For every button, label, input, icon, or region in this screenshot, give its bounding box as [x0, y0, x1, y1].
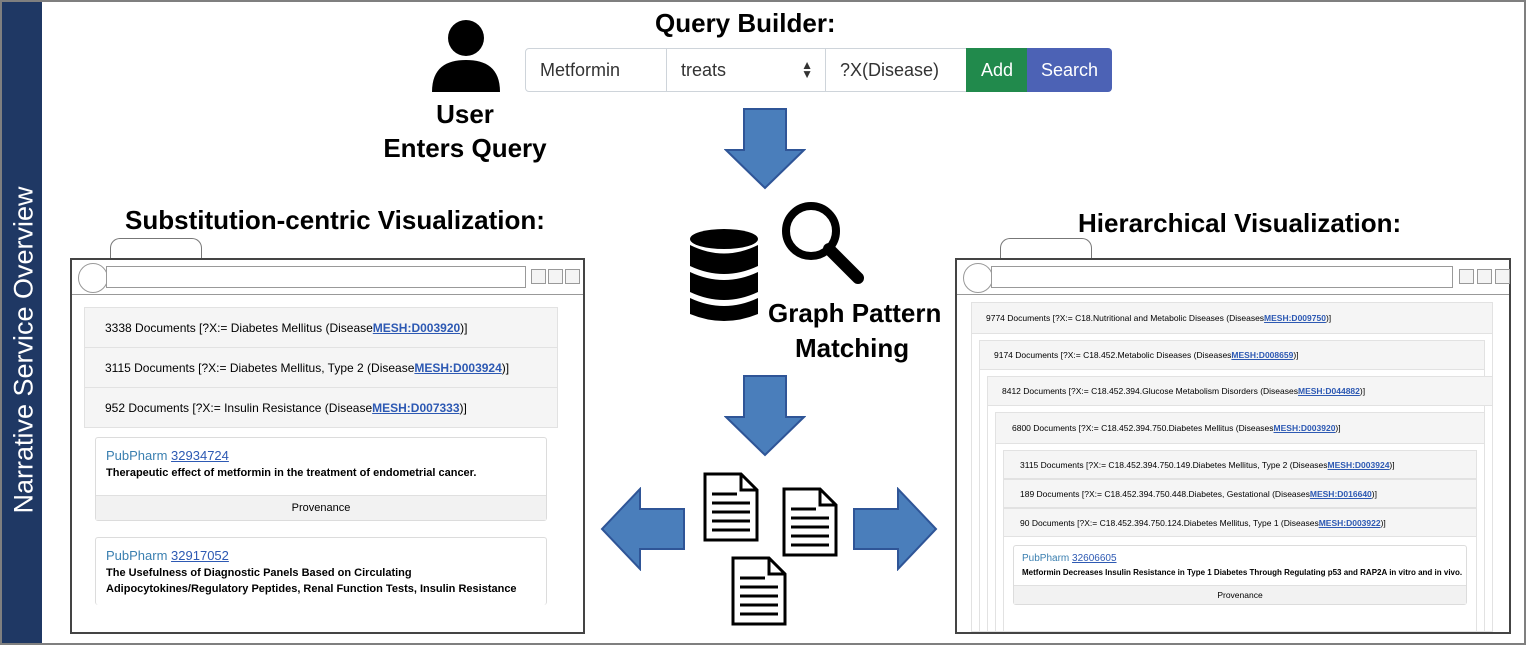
mesh-link[interactable]: MESH:D016640 [1309, 488, 1372, 499]
document-card: PubPharm 32917052 The Usefulness of Diag… [95, 537, 547, 605]
row-text-end: )] [1359, 386, 1366, 396]
add-button[interactable]: Add [966, 48, 1028, 92]
select-arrows-icon: ▲▼ [801, 58, 813, 81]
browser-tab [1000, 238, 1092, 261]
mesh-link[interactable]: MESH:D044882 [1298, 386, 1360, 396]
url-bar[interactable] [991, 266, 1453, 288]
search-button[interactable]: Search [1027, 48, 1112, 92]
magnifier-icon [782, 202, 864, 284]
object-input[interactable]: ?X(Disease) [825, 48, 967, 92]
hierarchical-browser-window: 9774 Documents [?X:= C18.Nutritional and… [955, 258, 1511, 634]
mesh-link[interactable]: MESH:D003922 [1318, 517, 1381, 528]
row-text: 3115 Documents [?X:= Diabetes Mellitus, … [105, 360, 415, 375]
pubpharm-logo: PubPharm [1022, 553, 1070, 564]
row-text-end: )] [459, 400, 467, 415]
row-text: 6800 Documents [?X:= C18.452.394.750.Dia… [1012, 423, 1274, 433]
pubpharm-logo: PubPharm [106, 448, 168, 463]
hierarchy-row[interactable]: 9774 Documents [?X:= C18.Nutritional and… [971, 302, 1493, 334]
window-button[interactable] [1477, 269, 1492, 284]
hierarchy-row[interactable]: 189 Documents [?X:= C18.452.394.750.448.… [1003, 479, 1477, 508]
row-text: 189 Documents [?X:= C18.452.394.750.448.… [1020, 488, 1310, 499]
result-row[interactable]: 3115 Documents [?X:= Diabetes Mellitus, … [84, 347, 558, 388]
pmid-link[interactable]: 32934724 [171, 448, 229, 463]
result-row[interactable]: 3338 Documents [?X:= Diabetes Mellitus (… [84, 307, 558, 348]
document-title: Therapeutic effect of metformin in the t… [106, 467, 477, 479]
mesh-link[interactable]: MESH:D003924 [414, 360, 502, 375]
window-button[interactable] [1495, 269, 1510, 284]
row-text: 9774 Documents [?X:= C18.Nutritional and… [986, 313, 1265, 323]
document-card: PubPharm 32934724 Therapeutic effect of … [95, 437, 547, 521]
row-text-end: )] [1335, 423, 1341, 433]
url-bar[interactable] [106, 266, 526, 288]
document-title: Adipocytokines/Regulatory Peptides, Rena… [106, 583, 517, 595]
hierarchy-row[interactable]: 3115 Documents [?X:= C18.452.394.750.149… [1003, 450, 1477, 479]
window-button[interactable] [1459, 269, 1474, 284]
window-button[interactable] [531, 269, 546, 284]
pmid-link[interactable]: 32917052 [171, 548, 229, 563]
subject-input[interactable]: Metformin [525, 48, 667, 92]
row-text: 952 Documents [?X:= Insulin Resistance (… [105, 400, 373, 415]
browser-divider [957, 294, 1509, 295]
provenance-button[interactable]: Provenance [96, 495, 546, 520]
mesh-link[interactable]: MESH:D003920 [372, 320, 461, 335]
user-enters-query-label: Enters Query [383, 133, 547, 163]
down-arrow-icon [724, 108, 806, 190]
user-icon [432, 20, 500, 92]
row-text-end: )] [1389, 459, 1395, 470]
document-card: PubPharm 32606605 Metformin Decreases In… [1013, 545, 1467, 605]
hierarchy-row[interactable]: 9174 Documents [?X:= C18.452.Metabolic D… [979, 340, 1485, 370]
substitution-title: Substitution-centric Visualization: [125, 205, 545, 235]
hierarchy-row[interactable]: 8412 Documents [?X:= C18.452.394.Glucose… [987, 376, 1493, 406]
document-title: Metformin Decreases Insulin Resistance i… [1022, 568, 1463, 577]
row-text-end: )] [1325, 313, 1332, 323]
row-text-end: )] [1371, 488, 1377, 499]
row-text: 3115 Documents [?X:= C18.452.394.750.149… [1020, 459, 1328, 470]
mesh-link[interactable]: MESH:D003920 [1273, 423, 1336, 433]
document-icon [731, 556, 787, 626]
database-icon [690, 229, 758, 321]
predicate-select[interactable]: treats ▲▼ [666, 48, 826, 92]
mesh-link[interactable]: MESH:D009750 [1264, 313, 1326, 323]
document-title: The Usefulness of Diagnostic Panels Base… [106, 567, 412, 579]
row-text: 90 Documents [?X:= C18.452.394.750.124.D… [1020, 517, 1319, 528]
right-arrow-icon [853, 487, 938, 571]
matching-label: Matching [795, 333, 910, 363]
hierarchical-title: Hierarchical Visualization: [1078, 208, 1402, 238]
down-arrow-icon [724, 375, 806, 457]
browser-circle-icon [963, 263, 993, 293]
browser-tab [110, 238, 202, 261]
predicate-value: treats [681, 59, 727, 80]
browser-divider [72, 294, 583, 295]
browser-circle-icon [78, 263, 108, 293]
mesh-link[interactable]: MESH:D007333 [372, 400, 460, 415]
document-icon [782, 487, 838, 557]
row-text: 3338 Documents [?X:= Diabetes Mellitus (… [105, 320, 373, 335]
hierarchy-row[interactable]: 90 Documents [?X:= C18.452.394.750.124.D… [1003, 508, 1477, 537]
sidebar: Narrative Service Overview [2, 2, 42, 643]
row-text-end: )] [501, 360, 510, 375]
graph-pattern-label: Graph Pattern [768, 298, 942, 328]
sidebar-label: Narrative Service Overview [8, 186, 39, 514]
result-row[interactable]: 952 Documents [?X:= Insulin Resistance (… [84, 387, 558, 428]
query-builder-title: Query Builder: [655, 8, 836, 38]
row-text-end: )] [1380, 517, 1386, 528]
mesh-link[interactable]: MESH:D003924 [1327, 459, 1390, 470]
row-text-end: )] [1293, 350, 1299, 360]
left-arrow-icon [600, 487, 685, 571]
document-icon [703, 472, 759, 542]
row-text: 9174 Documents [?X:= C18.452.Metabolic D… [994, 350, 1232, 360]
pubpharm-logo: PubPharm [106, 548, 168, 563]
row-text: 8412 Documents [?X:= C18.452.394.Glucose… [1002, 386, 1298, 396]
window-button[interactable] [565, 269, 580, 284]
substitution-browser-window: 3338 Documents [?X:= Diabetes Mellitus (… [70, 258, 585, 634]
provenance-button[interactable]: Provenance [1014, 585, 1466, 604]
hierarchy-row[interactable]: 6800 Documents [?X:= C18.452.394.750.Dia… [995, 412, 1485, 444]
row-text-end: )] [460, 320, 468, 335]
user-label: User [436, 99, 494, 129]
mesh-link[interactable]: MESH:D008659 [1231, 350, 1294, 360]
window-button[interactable] [548, 269, 563, 284]
pmid-link[interactable]: 32606605 [1072, 553, 1117, 564]
